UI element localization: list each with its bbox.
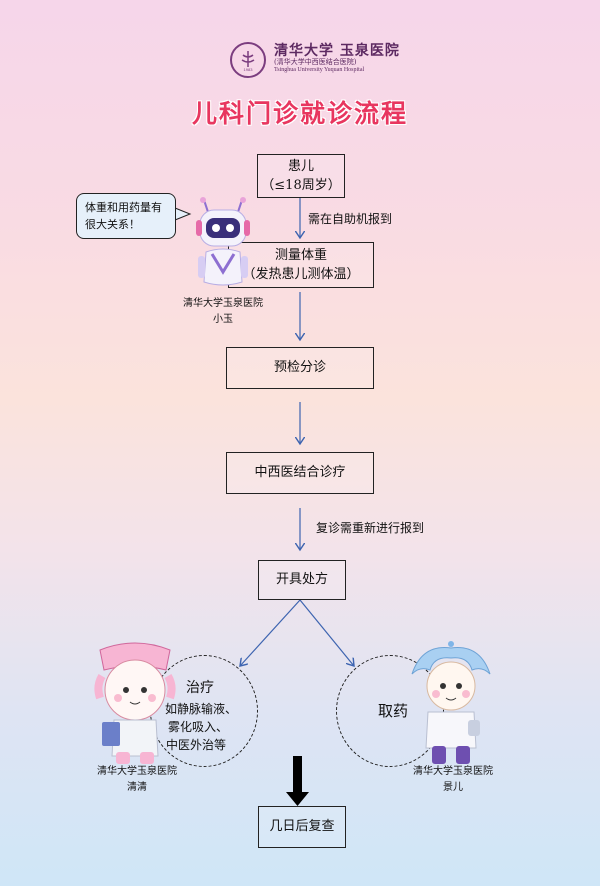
measure-temp-label: （发热患儿测体温） (242, 267, 360, 282)
step-measure-box: 测量体重 （发热患儿测体温） (228, 242, 374, 288)
pickup-label: 取药 (378, 702, 409, 720)
doctor-caption-hospital: 清华大学玉泉医院 (413, 766, 493, 777)
step-consult-box: 中西医结合诊疗 (226, 452, 374, 494)
followup-label: 几日后复查 (269, 819, 335, 835)
robot-speech-bubble: 体重和用药量有 很大关系！ (76, 193, 176, 239)
doctor-caption: 清华大学玉泉医院 景儿 (398, 764, 508, 796)
robot-caption-name: 小玉 (213, 314, 233, 325)
arrow-to-followup-shaft (293, 756, 302, 794)
treatment-item-3: 中医外治等 (166, 738, 227, 752)
hospital-subtitle: (清华大学中西医结合医院) (274, 58, 357, 67)
arrow-to-followup-head (286, 792, 309, 806)
treatment-title: 治疗 (186, 680, 214, 696)
consult-label: 中西医结合诊疗 (254, 465, 346, 481)
measure-weight-label: 测量体重 (274, 247, 327, 263)
nurse-caption: 清华大学玉泉医院 清清 (82, 764, 192, 796)
nurse-caption-name: 清清 (127, 782, 147, 793)
hospital-english-name: Tsinghua University Yuquan Hospital (274, 67, 365, 74)
pickup-dashed-circle (336, 655, 444, 767)
seal-year: 1983 (244, 67, 254, 72)
nurse-mascot-icon (94, 642, 176, 764)
treatment-item-2: 雾化吸入、 (168, 720, 229, 734)
speech-bubble-tail (174, 207, 192, 221)
patient-label: 患儿 (287, 158, 314, 174)
arrow-prescribe-to-treatment (240, 599, 301, 666)
edge-label-register: 需在自助机报到 (308, 212, 393, 226)
patient-age-label: （≤18周岁） (261, 178, 341, 193)
robot-caption-hospital: 清华大学玉泉医院 (183, 298, 263, 309)
hospital-name: 清华大学 玉泉医院 (274, 43, 400, 59)
step-triage-box: 预检分诊 (226, 347, 374, 389)
bubble-line-2: 很大关系！ (85, 218, 140, 232)
doctor-mascot-icon (411, 641, 491, 764)
arrow-prescribe-to-pickup (299, 599, 354, 666)
prescribe-label: 开具处方 (275, 572, 328, 588)
robot-mascot-icon (196, 197, 250, 286)
nurse-caption-hospital: 清华大学玉泉医院 (97, 766, 177, 777)
step-followup-box: 几日后复查 (258, 806, 346, 848)
step-patient-box: 患儿 （≤18周岁） (257, 154, 345, 198)
hospital-seal-icon: 1983 (241, 51, 255, 72)
bubble-line-1: 体重和用药量有 (85, 201, 162, 214)
hospital-logo-seal: 1983 (230, 42, 266, 78)
doctor-caption-name: 景儿 (443, 782, 463, 793)
hospital-logo-text: 清华大学 玉泉医院 (清华大学中西医结合医院) Tsinghua Univers… (274, 43, 400, 74)
treatment-item-1: 如静脉输液、 (165, 702, 238, 716)
triage-label: 预检分诊 (273, 360, 326, 376)
page-title: 儿科门诊就诊流程 (191, 99, 408, 128)
robot-caption: 清华大学玉泉医院 小玉 (168, 296, 278, 328)
step-prescribe-box: 开具处方 (258, 560, 346, 600)
edge-label-revisit: 复诊需重新进行报到 (316, 521, 425, 535)
